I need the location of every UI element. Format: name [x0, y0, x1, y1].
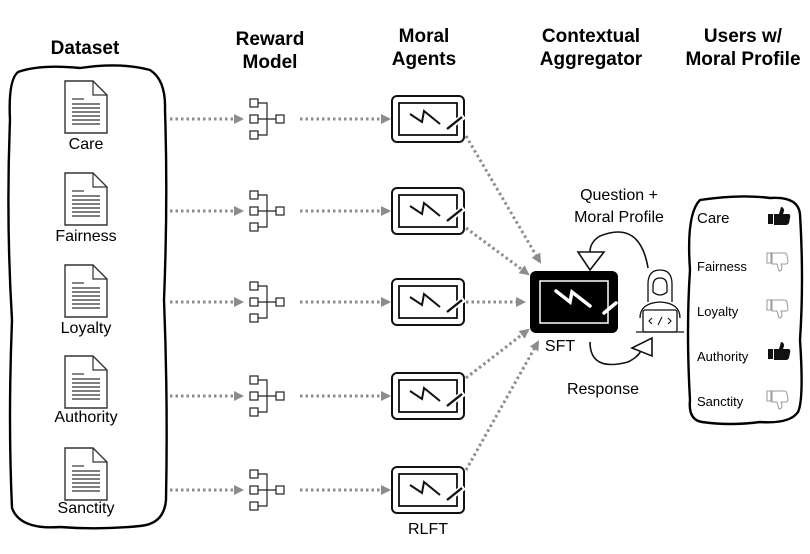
- thumbs-up-icon-care: [768, 207, 791, 225]
- moral-agent-icon-5: [392, 467, 464, 513]
- profile-label-fairness: Fairness: [697, 259, 747, 274]
- document-icon-sanctity: [64, 447, 108, 501]
- aggregator-caption: SFT: [544, 338, 576, 355]
- moral-agent-icon-3: [392, 279, 464, 325]
- reward-model-icon-5: [249, 469, 285, 511]
- document-icon-fairness: [64, 172, 108, 226]
- question-label-line1: Question +: [580, 187, 658, 204]
- header-aggregator-line2: Aggregator: [539, 49, 643, 70]
- header-users-line2: Moral Profile: [685, 49, 801, 70]
- dataset-label-authority: Authority: [54, 409, 118, 426]
- header-moral-agents-line2: Agents: [391, 49, 457, 70]
- aggregator-icon: [530, 271, 618, 333]
- document-icon-care: [64, 80, 108, 134]
- response-arrow: [589, 336, 653, 366]
- document-icon-loyalty: [64, 264, 108, 318]
- moral-agent-icon-4: [392, 373, 464, 419]
- dataset-label-loyalty: Loyalty: [60, 320, 112, 337]
- moral-agent-icon-1: [392, 96, 464, 142]
- header-reward-model-line1: Reward: [235, 29, 305, 50]
- dataset-label-care: Care: [68, 136, 104, 153]
- thumbs-down-icon-sanctity: [766, 390, 789, 410]
- dataset-label-fairness: Fairness: [55, 228, 117, 245]
- arrow-agent-aggregator-1: [464, 135, 542, 264]
- arrow-agent-aggregator-2: [465, 226, 530, 276]
- header-moral-agents: Moral Agents: [364, 25, 484, 71]
- reward-model-icon-3: [249, 281, 285, 323]
- thumbs-down-icon-loyalty: [766, 299, 789, 319]
- header-reward-model-line2: Model: [242, 52, 298, 73]
- agents-caption: RLFT: [408, 521, 448, 538]
- thumbs-down-icon-fairness: [766, 252, 789, 272]
- profile-label-sanctity: Sanctity: [697, 394, 744, 409]
- header-contextual-aggregator: Contextual Aggregator: [526, 25, 656, 71]
- user-profile-container: [686, 195, 804, 426]
- arrow-agent-aggregator-5: [464, 340, 540, 471]
- profile-label-authority: Authority: [697, 349, 749, 364]
- question-label: Question + Moral Profile: [556, 185, 682, 229]
- question-label-line2: Moral Profile: [574, 209, 664, 226]
- dataset-container: [7, 64, 168, 530]
- reward-model-icon-4: [249, 375, 285, 417]
- dataset-label-sanctity: Sanctity: [57, 500, 115, 517]
- user-coder-icon: [636, 269, 684, 333]
- header-moral-agents-line1: Moral: [398, 26, 450, 47]
- moral-agent-icon-2: [392, 188, 464, 234]
- reward-model-icon-2: [249, 190, 285, 232]
- header-aggregator-line1: Contextual: [541, 26, 641, 47]
- reward-model-icon-1: [249, 98, 285, 140]
- profile-label-loyalty: Loyalty: [697, 304, 739, 319]
- header-users: Users w/ Moral Profile: [676, 25, 810, 71]
- header-reward-model: Reward Model: [210, 28, 330, 74]
- question-arrow: [576, 231, 649, 272]
- profile-label-care: Care: [697, 210, 730, 227]
- arrow-agent-aggregator-4: [465, 328, 530, 380]
- document-icon-authority: [64, 355, 108, 409]
- header-dataset: Dataset: [50, 38, 120, 59]
- header-users-line1: Users w/: [703, 26, 783, 47]
- thumbs-up-icon-authority: [768, 342, 791, 360]
- response-label: Response: [566, 381, 640, 398]
